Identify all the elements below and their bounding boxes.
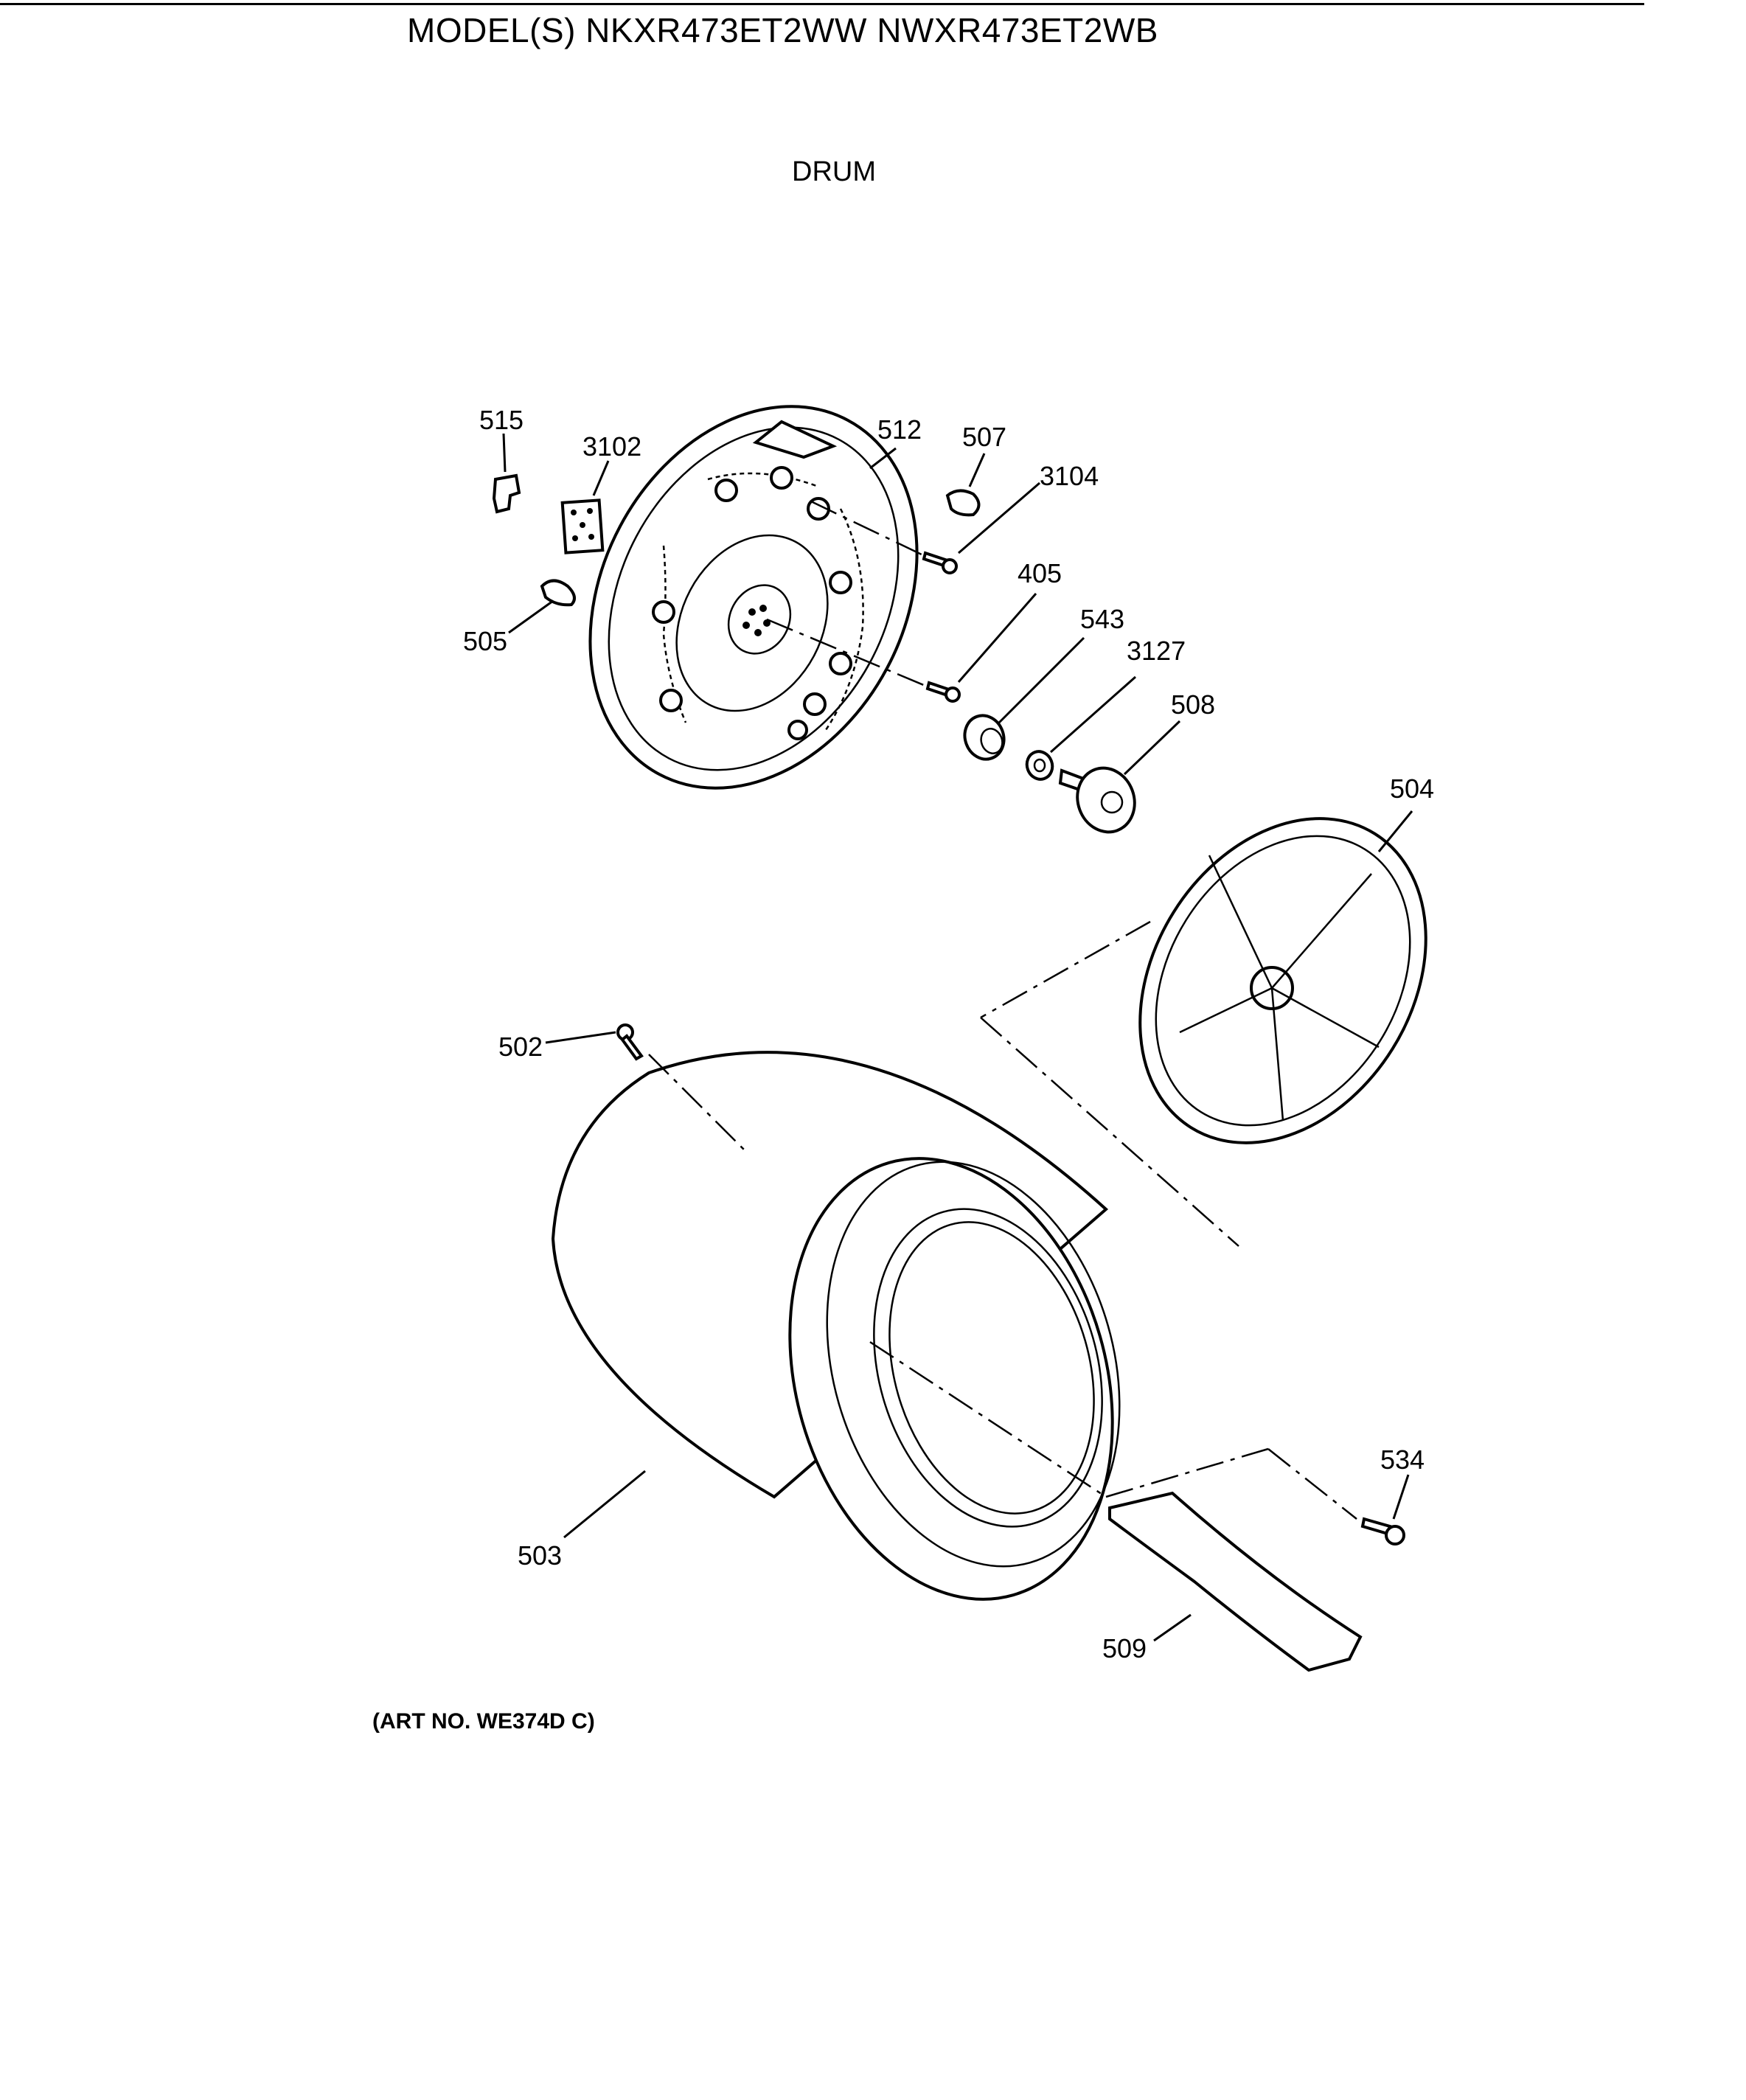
part-508-shaft xyxy=(1058,766,1136,834)
part-3102-pad xyxy=(560,498,605,554)
art-number: (ART NO. WE374D C) xyxy=(372,1709,595,1734)
part-3127-washer xyxy=(1025,750,1054,781)
callout-3102: 3102 xyxy=(582,431,641,462)
callout-543: 543 xyxy=(1080,604,1124,634)
callout-504: 504 xyxy=(1390,773,1434,804)
part-504-baffle xyxy=(980,817,1427,1247)
model-title: MODEL(S) NKXR473ET2WW NWXR473ET2WB xyxy=(407,11,1158,49)
callout-509: 509 xyxy=(1102,1633,1147,1663)
callout-405: 405 xyxy=(1018,558,1062,588)
callout-534: 534 xyxy=(1380,1444,1425,1475)
leader-lines xyxy=(502,433,1413,1642)
section-title: DRUM xyxy=(792,156,876,187)
callout-508: 508 xyxy=(1171,689,1215,720)
callout-502: 502 xyxy=(498,1032,543,1062)
part-509-baffle xyxy=(1108,1491,1363,1672)
callout-507: 507 xyxy=(962,422,1006,452)
callout-505: 505 xyxy=(463,626,507,656)
callout-503: 503 xyxy=(518,1540,562,1571)
part-3104-screw xyxy=(810,500,958,574)
part-515-clip xyxy=(492,473,521,514)
callout-512: 512 xyxy=(877,414,922,445)
part-543-bushing xyxy=(963,714,1006,761)
callout-515: 515 xyxy=(479,405,524,435)
callout-3104: 3104 xyxy=(1040,461,1099,491)
part-503-drum xyxy=(551,1051,1357,1601)
part-405-screw xyxy=(766,618,961,703)
callout-3127: 3127 xyxy=(1127,636,1186,666)
part-507-bearing xyxy=(945,489,981,517)
part-534-screw xyxy=(1360,1517,1405,1546)
part-505-bearing xyxy=(540,579,576,607)
rear-drum-bulkhead xyxy=(588,405,919,790)
part-502-screw xyxy=(616,1023,644,1061)
header-rule xyxy=(0,3,1644,5)
